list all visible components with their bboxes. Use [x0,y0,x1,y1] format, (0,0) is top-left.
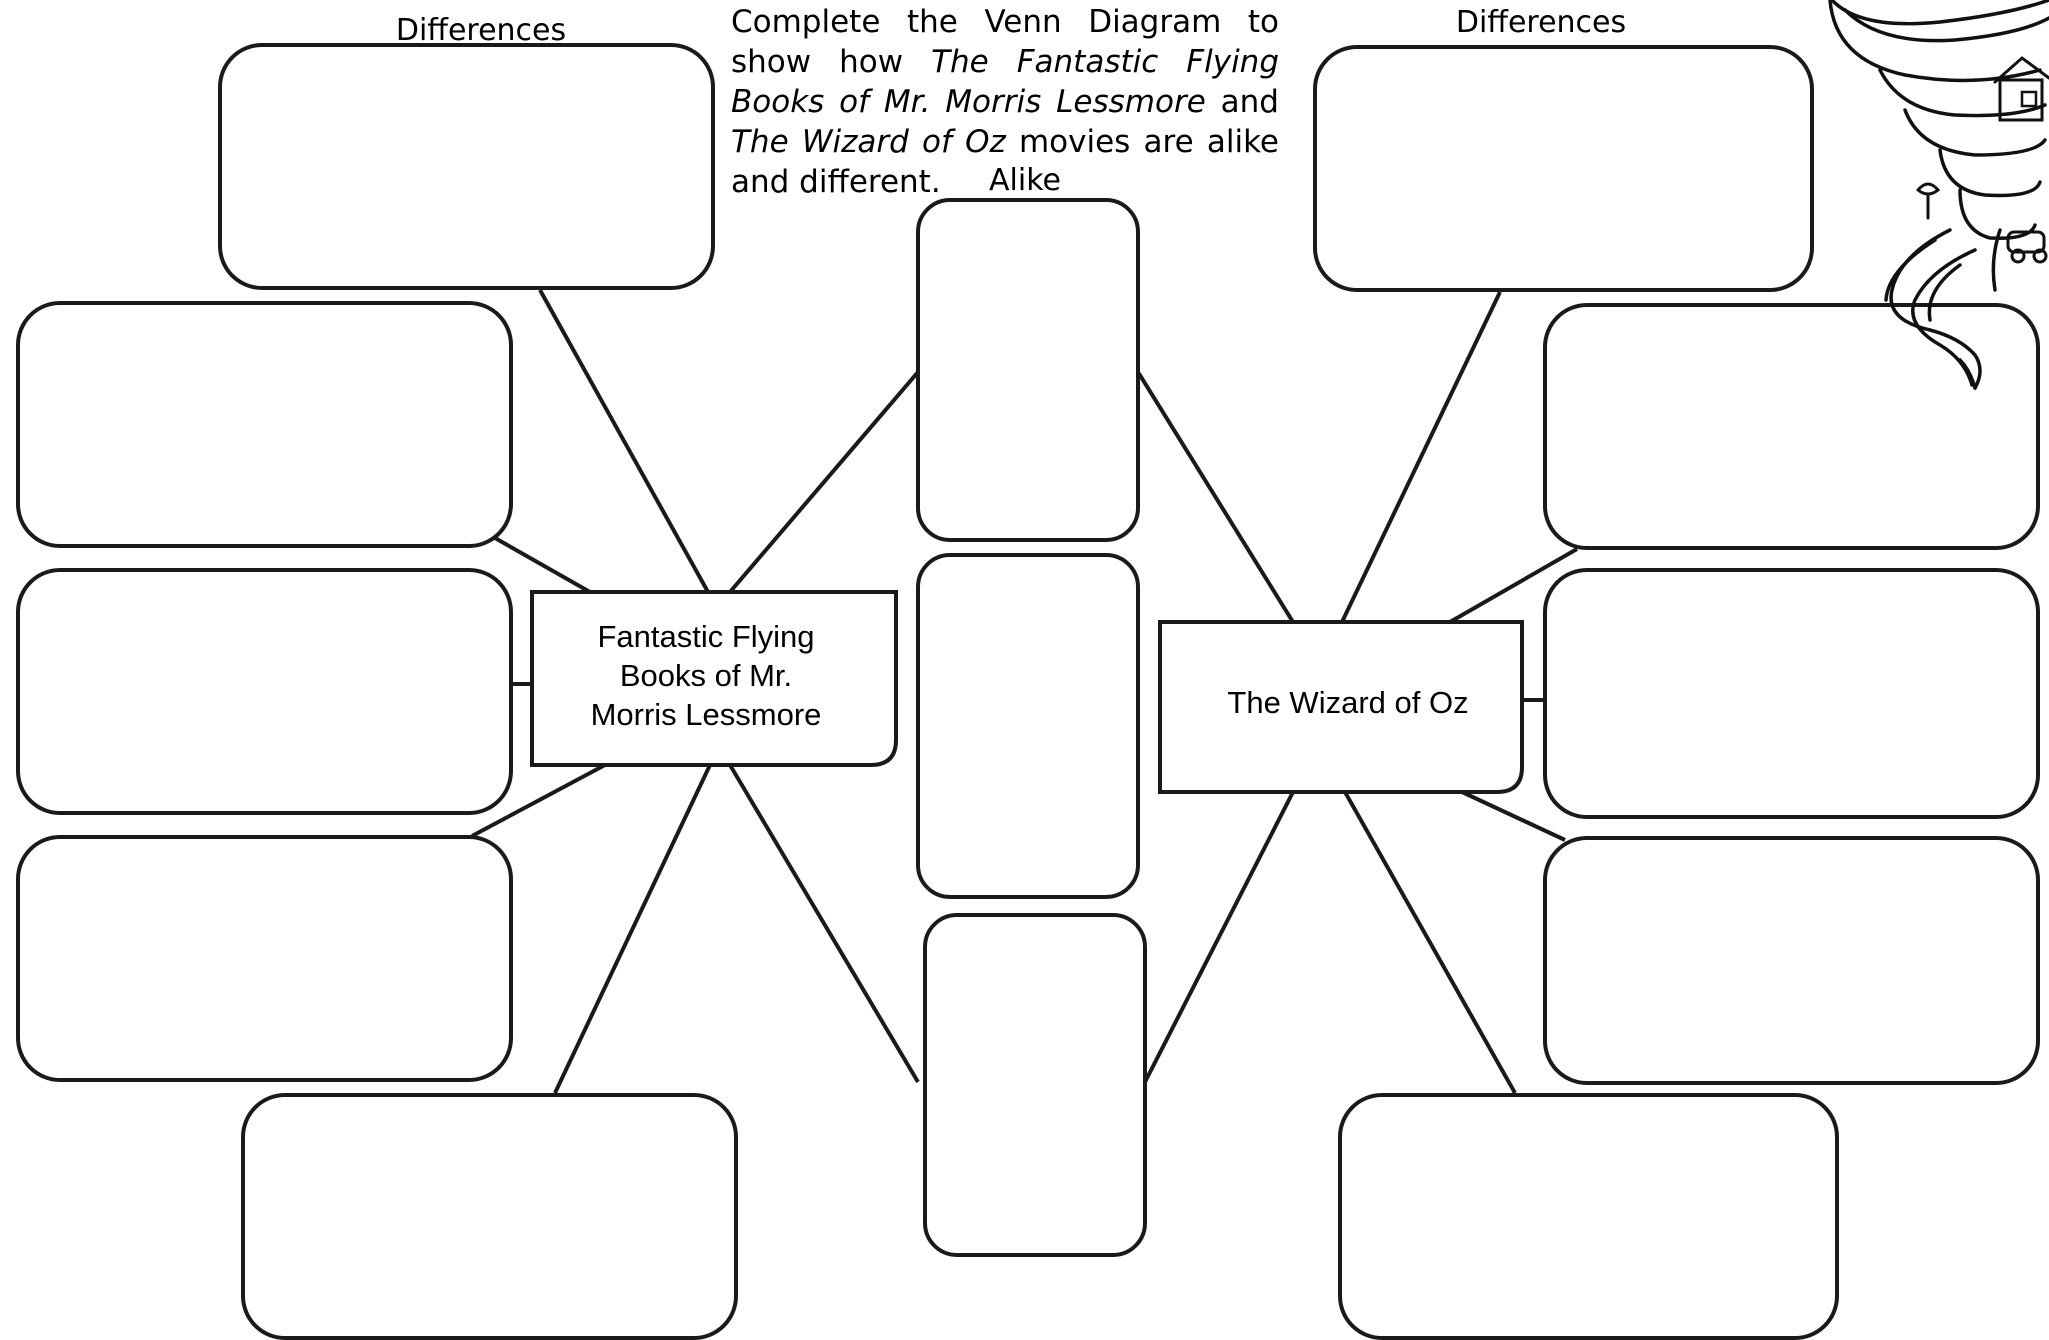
movie-title-2: The Wizard of Oz [731,124,1006,160]
alike-box-1[interactable] [916,198,1140,542]
alike-box-2[interactable] [916,553,1140,899]
connector-right-top [1340,291,1502,623]
connector-left-top [538,289,710,593]
right-difference-box-1[interactable] [1543,303,2040,550]
right-center-title: The Wizard of Oz [1227,685,1468,720]
left-center-title-line-1: Fantastic Flying [597,619,814,654]
connectors [471,289,1578,1094]
connector-right-1 [1449,547,1578,624]
connector-right-alike-top [1136,370,1295,624]
connector-right-alike-bottom [1143,791,1295,1083]
alike-box-3[interactable] [923,913,1147,1257]
right-differences-header: Differences [1456,5,1626,40]
left-differences-header: Differences [396,13,566,48]
left-center-title-line-2: Books of Mr. [620,658,792,693]
connector-left-3 [471,763,606,838]
left-difference-box-bottom[interactable] [241,1093,738,1340]
connector-right-3 [1461,790,1566,842]
instructions-text: Complete the Venn Diagram to show how Th… [731,4,1280,200]
right-difference-box-3[interactable] [1543,836,2040,1085]
right-difference-box-bottom[interactable] [1338,1093,1839,1340]
movie-title-1: The Fantastic Flying Books of Mr. Morris… [731,44,1280,120]
alike-group [916,198,1147,1257]
right-center-node: The Wizard of Oz [1158,620,1524,794]
connector-left-alike-bottom [728,763,920,1084]
connector-left-1 [494,536,591,594]
alike-header: Alike [989,163,1061,198]
left-center-title-line-3: Morris Lessmore [591,697,822,732]
tornado-icon [1828,0,2049,390]
left-center-node: Fantastic Flying Books of Mr. Morris Les… [530,590,898,767]
right-center-box [1158,620,1524,794]
right-difference-box-top[interactable] [1313,45,1814,292]
right-difference-box-2[interactable] [1543,568,2040,819]
connector-left-alike-top [728,370,920,594]
left-difference-box-2[interactable] [16,568,513,815]
left-difference-box-top[interactable] [218,43,715,290]
connector-left-bottom [553,764,712,1094]
left-center-box [530,590,898,767]
connector-right-bottom [1343,791,1517,1094]
right-differences-group [1313,45,2040,1340]
left-differences-group [16,43,738,1340]
left-difference-box-1[interactable] [16,301,513,548]
left-difference-box-3[interactable] [16,835,513,1082]
